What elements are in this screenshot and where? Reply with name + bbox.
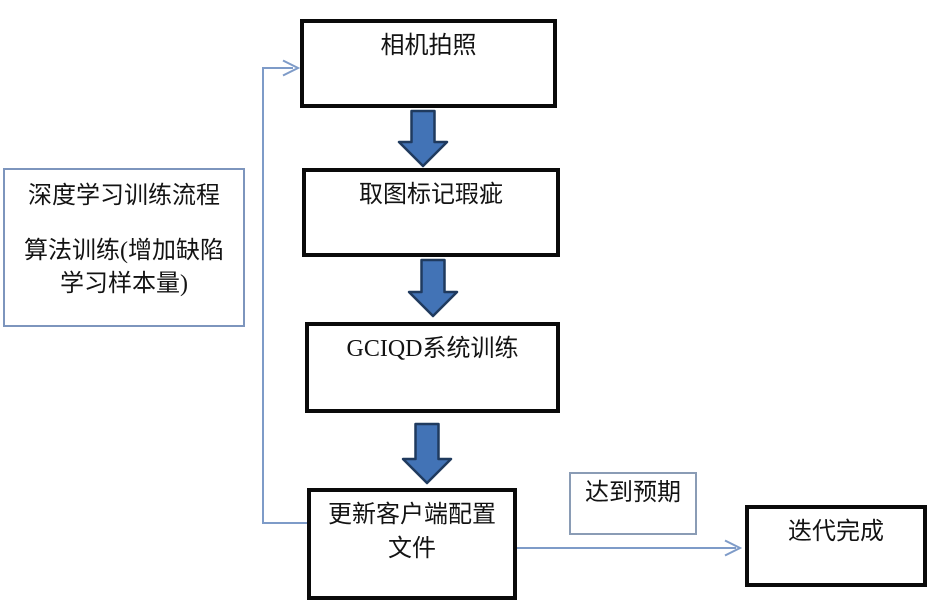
condition-label-expected-text: 达到预期: [585, 480, 681, 506]
down-block-arrow-icon: [401, 422, 453, 485]
note-box-training-process: 深度学习训练流程 算法训练(增加缺陷 学习样本量): [3, 168, 245, 327]
note-line: 深度学习训练流程: [28, 183, 220, 209]
process-box-update-config-line1: 更新客户端配置: [328, 502, 496, 528]
down-block-arrow-icon: [397, 109, 449, 168]
process-box-iteration-done-label: 迭代完成: [788, 519, 884, 545]
note-line: 学习样本量): [60, 271, 188, 297]
process-box-gciqd-training-label: GCIQD系统训练: [346, 336, 519, 362]
process-box-mark-defects-label: 取图标记瑕疵: [359, 182, 503, 208]
process-box-camera: 相机拍照: [300, 19, 557, 108]
feedback-arrowhead-icon: [282, 59, 301, 77]
process-box-mark-defects: 取图标记瑕疵: [302, 168, 560, 257]
process-box-update-config-line2: 文件: [388, 536, 436, 562]
down-block-arrow-icon: [407, 258, 459, 318]
note-line: 算法训练(增加缺陷: [24, 238, 224, 264]
process-box-update-config: 更新客户端配置 文件: [307, 488, 517, 600]
process-box-gciqd-training: GCIQD系统训练: [305, 322, 560, 413]
process-box-iteration-done: 迭代完成: [745, 505, 927, 587]
result-arrowhead-icon: [724, 539, 743, 557]
feedback-connector-line: [262, 67, 307, 524]
condition-label-expected: 达到预期: [569, 472, 697, 535]
process-box-camera-label: 相机拍照: [380, 33, 477, 59]
note-line-spacer: [5, 213, 243, 235]
